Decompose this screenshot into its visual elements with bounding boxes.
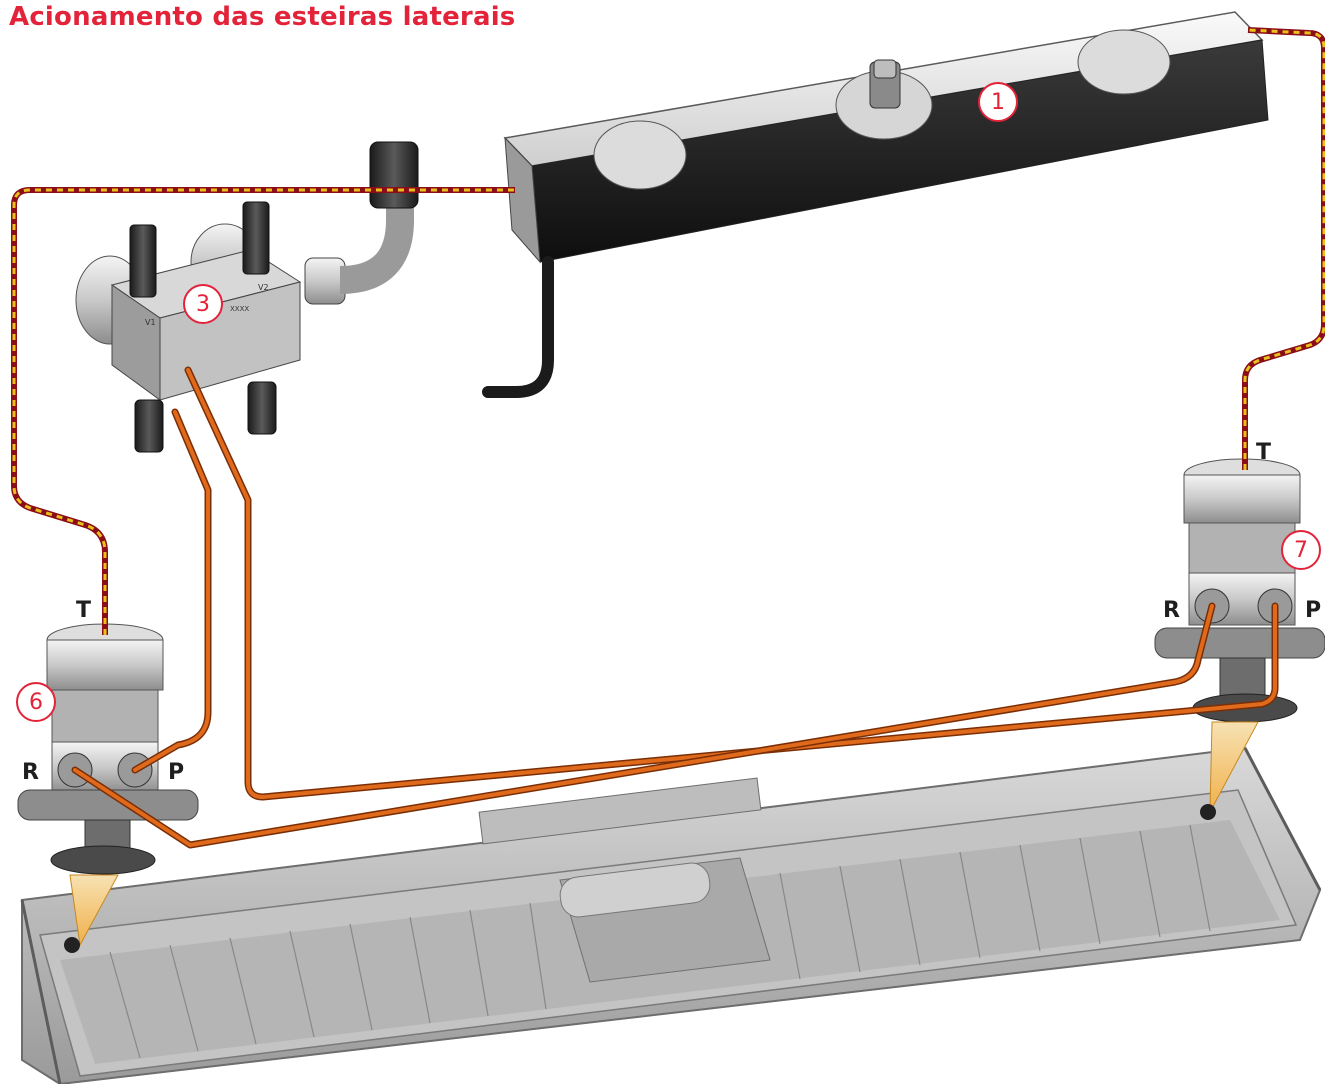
- label-right-tank-port: T: [1256, 440, 1272, 465]
- pressure-hoses: [71, 366, 1279, 849]
- callout-right-motor: 7: [1281, 530, 1321, 570]
- valve-label-v1: V1: [145, 318, 156, 327]
- valve-block: V1 V2 XXXX: [75, 141, 419, 453]
- valve-code: XXXX: [230, 305, 249, 313]
- callout-reservoir: 1: [978, 82, 1018, 122]
- label-right-pressure-port: P: [1305, 598, 1322, 623]
- valve-label-v2: V2: [258, 283, 269, 292]
- header-platform: [20, 746, 1322, 1084]
- callout-valve-block: 3: [183, 284, 223, 324]
- tank-return-lines: [11, 27, 1325, 635]
- page-title: Acionamento das esteiras laterais: [9, 2, 516, 32]
- callout-left-motor: 6: [16, 682, 56, 722]
- hose-valve-to-right-p: [184, 366, 1279, 801]
- label-left-return-port: R: [22, 760, 39, 785]
- hydraulic-reservoir: [482, 11, 1269, 398]
- label-right-return-port: R: [1163, 598, 1180, 623]
- left-hydraulic-motor: [17, 623, 199, 953]
- label-left-tank-port: T: [76, 598, 92, 623]
- label-left-pressure-port: P: [168, 760, 185, 785]
